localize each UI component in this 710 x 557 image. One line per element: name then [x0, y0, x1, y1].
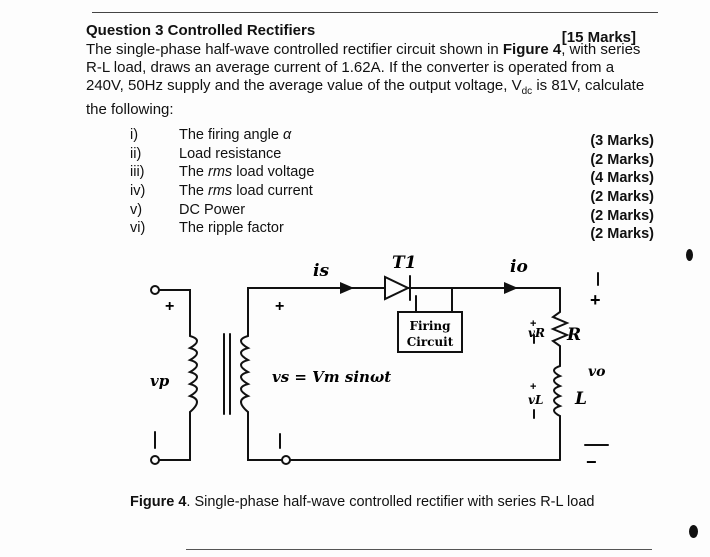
is-arrow: [340, 282, 354, 294]
task-item: ii) Load resistance (2 Marks): [130, 145, 660, 168]
bottom-rule: [186, 549, 652, 550]
l-label: L: [574, 389, 587, 409]
task-list: i) The firing angle α (3 Marks) ii) Load…: [130, 127, 660, 243]
paragraph-line-3: 240V, 50Hz supply and the average value …: [86, 77, 656, 101]
output-plus-sign: +: [590, 290, 601, 310]
vs-equation: vs = Vm sinωt: [272, 368, 391, 386]
task-marks: (4 Marks): [590, 170, 654, 187]
paragraph-text: , with series: [561, 41, 641, 58]
vl-label: vL: [528, 393, 543, 407]
secondary-bottom-terminal: [281, 455, 291, 465]
output-minus-sign: −: [586, 452, 597, 472]
task-marks: (2 Marks): [590, 151, 654, 168]
task-number: ii): [130, 145, 142, 162]
task-marks: (2 Marks): [590, 189, 654, 206]
paragraph-line-4: the following:: [86, 101, 174, 118]
primary-top-wire: [158, 289, 191, 337]
primary-plus-sign: +: [165, 298, 174, 315]
task-item: vi) The ripple factor (2 Marks): [130, 220, 660, 243]
paragraph-line-2: R-L load, draws an average current of 1.…: [86, 59, 615, 76]
paragraph-text: is 81V, calculate: [532, 77, 645, 94]
task-text: The firing angle α: [179, 127, 292, 143]
question-header: Question 3 Controlled Rectifiers [15 Mar…: [86, 22, 646, 46]
secondary-winding: [240, 335, 251, 413]
task-item: v) DC Power (2 Marks): [130, 201, 660, 224]
primary-winding: [187, 335, 198, 413]
task-marks: (2 Marks): [590, 226, 654, 243]
task-number: i): [130, 127, 139, 143]
vl-plus-sign: +: [530, 381, 536, 393]
task-number: v): [130, 201, 143, 218]
vr-plus-sign: +: [530, 318, 536, 330]
primary-top-terminal: [150, 285, 160, 295]
is-label: is: [313, 261, 329, 281]
ink-mark: [689, 525, 698, 538]
task-marks: (2 Marks): [590, 207, 654, 224]
task-number: iii): [130, 164, 145, 181]
firing-circuit-label-2: Circuit: [407, 335, 454, 349]
task-number: iv): [130, 183, 146, 200]
vo-label: vo: [588, 364, 605, 380]
task-number: vi): [130, 220, 146, 237]
question-marks: [15 Marks]: [561, 29, 636, 46]
secondary-top-wire: [247, 287, 386, 337]
task-item: i) The firing angle α (3 Marks): [130, 127, 660, 149]
paragraph-line-1: The single-phase half-wave controlled re…: [86, 41, 656, 59]
task-text: The rms load current: [179, 183, 313, 200]
t1-label: T1: [392, 253, 416, 273]
primary-bottom-wire: [158, 411, 191, 461]
caption-figure-number: Figure 4: [130, 494, 187, 510]
r-label: R: [566, 325, 581, 345]
figure-caption: Figure 4. Single-phase half-wave control…: [130, 494, 594, 510]
question-title: Question 3 Controlled Rectifiers: [86, 22, 316, 39]
firing-circuit-box: [397, 311, 463, 353]
task-text: The rms load voltage: [179, 164, 315, 181]
task-text: Load resistance: [179, 145, 282, 162]
task-text: The ripple factor: [179, 220, 284, 237]
ink-mark: [686, 249, 693, 261]
io-arrow: [504, 282, 518, 294]
return-wire: [247, 411, 561, 461]
task-item: iii) The rms load voltage (4 Marks): [130, 164, 660, 187]
paragraph-text: The single-phase half-wave controlled re…: [86, 41, 503, 58]
paragraph-text: 240V, 50Hz supply and the average value …: [86, 77, 522, 94]
question-paragraph: The single-phase half-wave controlled re…: [86, 41, 656, 119]
primary-bottom-terminal: [150, 455, 160, 465]
caption-text: . Single-phase half-wave controlled rect…: [186, 494, 595, 510]
task-marks: (3 Marks): [590, 133, 654, 149]
inductor-symbol: [553, 365, 563, 417]
top-rule: [92, 12, 658, 13]
secondary-plus-sign: +: [275, 298, 284, 315]
vr-label: vR: [528, 326, 545, 340]
resistor-symbol: [550, 287, 570, 367]
io-label: io: [510, 257, 528, 277]
figure-reference: Figure 4: [502, 41, 562, 58]
vdc-subscript: dc: [521, 86, 533, 97]
vp-label: vp: [150, 372, 170, 390]
firing-circuit-label-1: Firing: [409, 319, 451, 333]
task-text: DC Power: [179, 201, 246, 218]
task-item: iv) The rms load current (2 Marks): [130, 183, 660, 206]
thyristor-symbol: [384, 275, 411, 301]
